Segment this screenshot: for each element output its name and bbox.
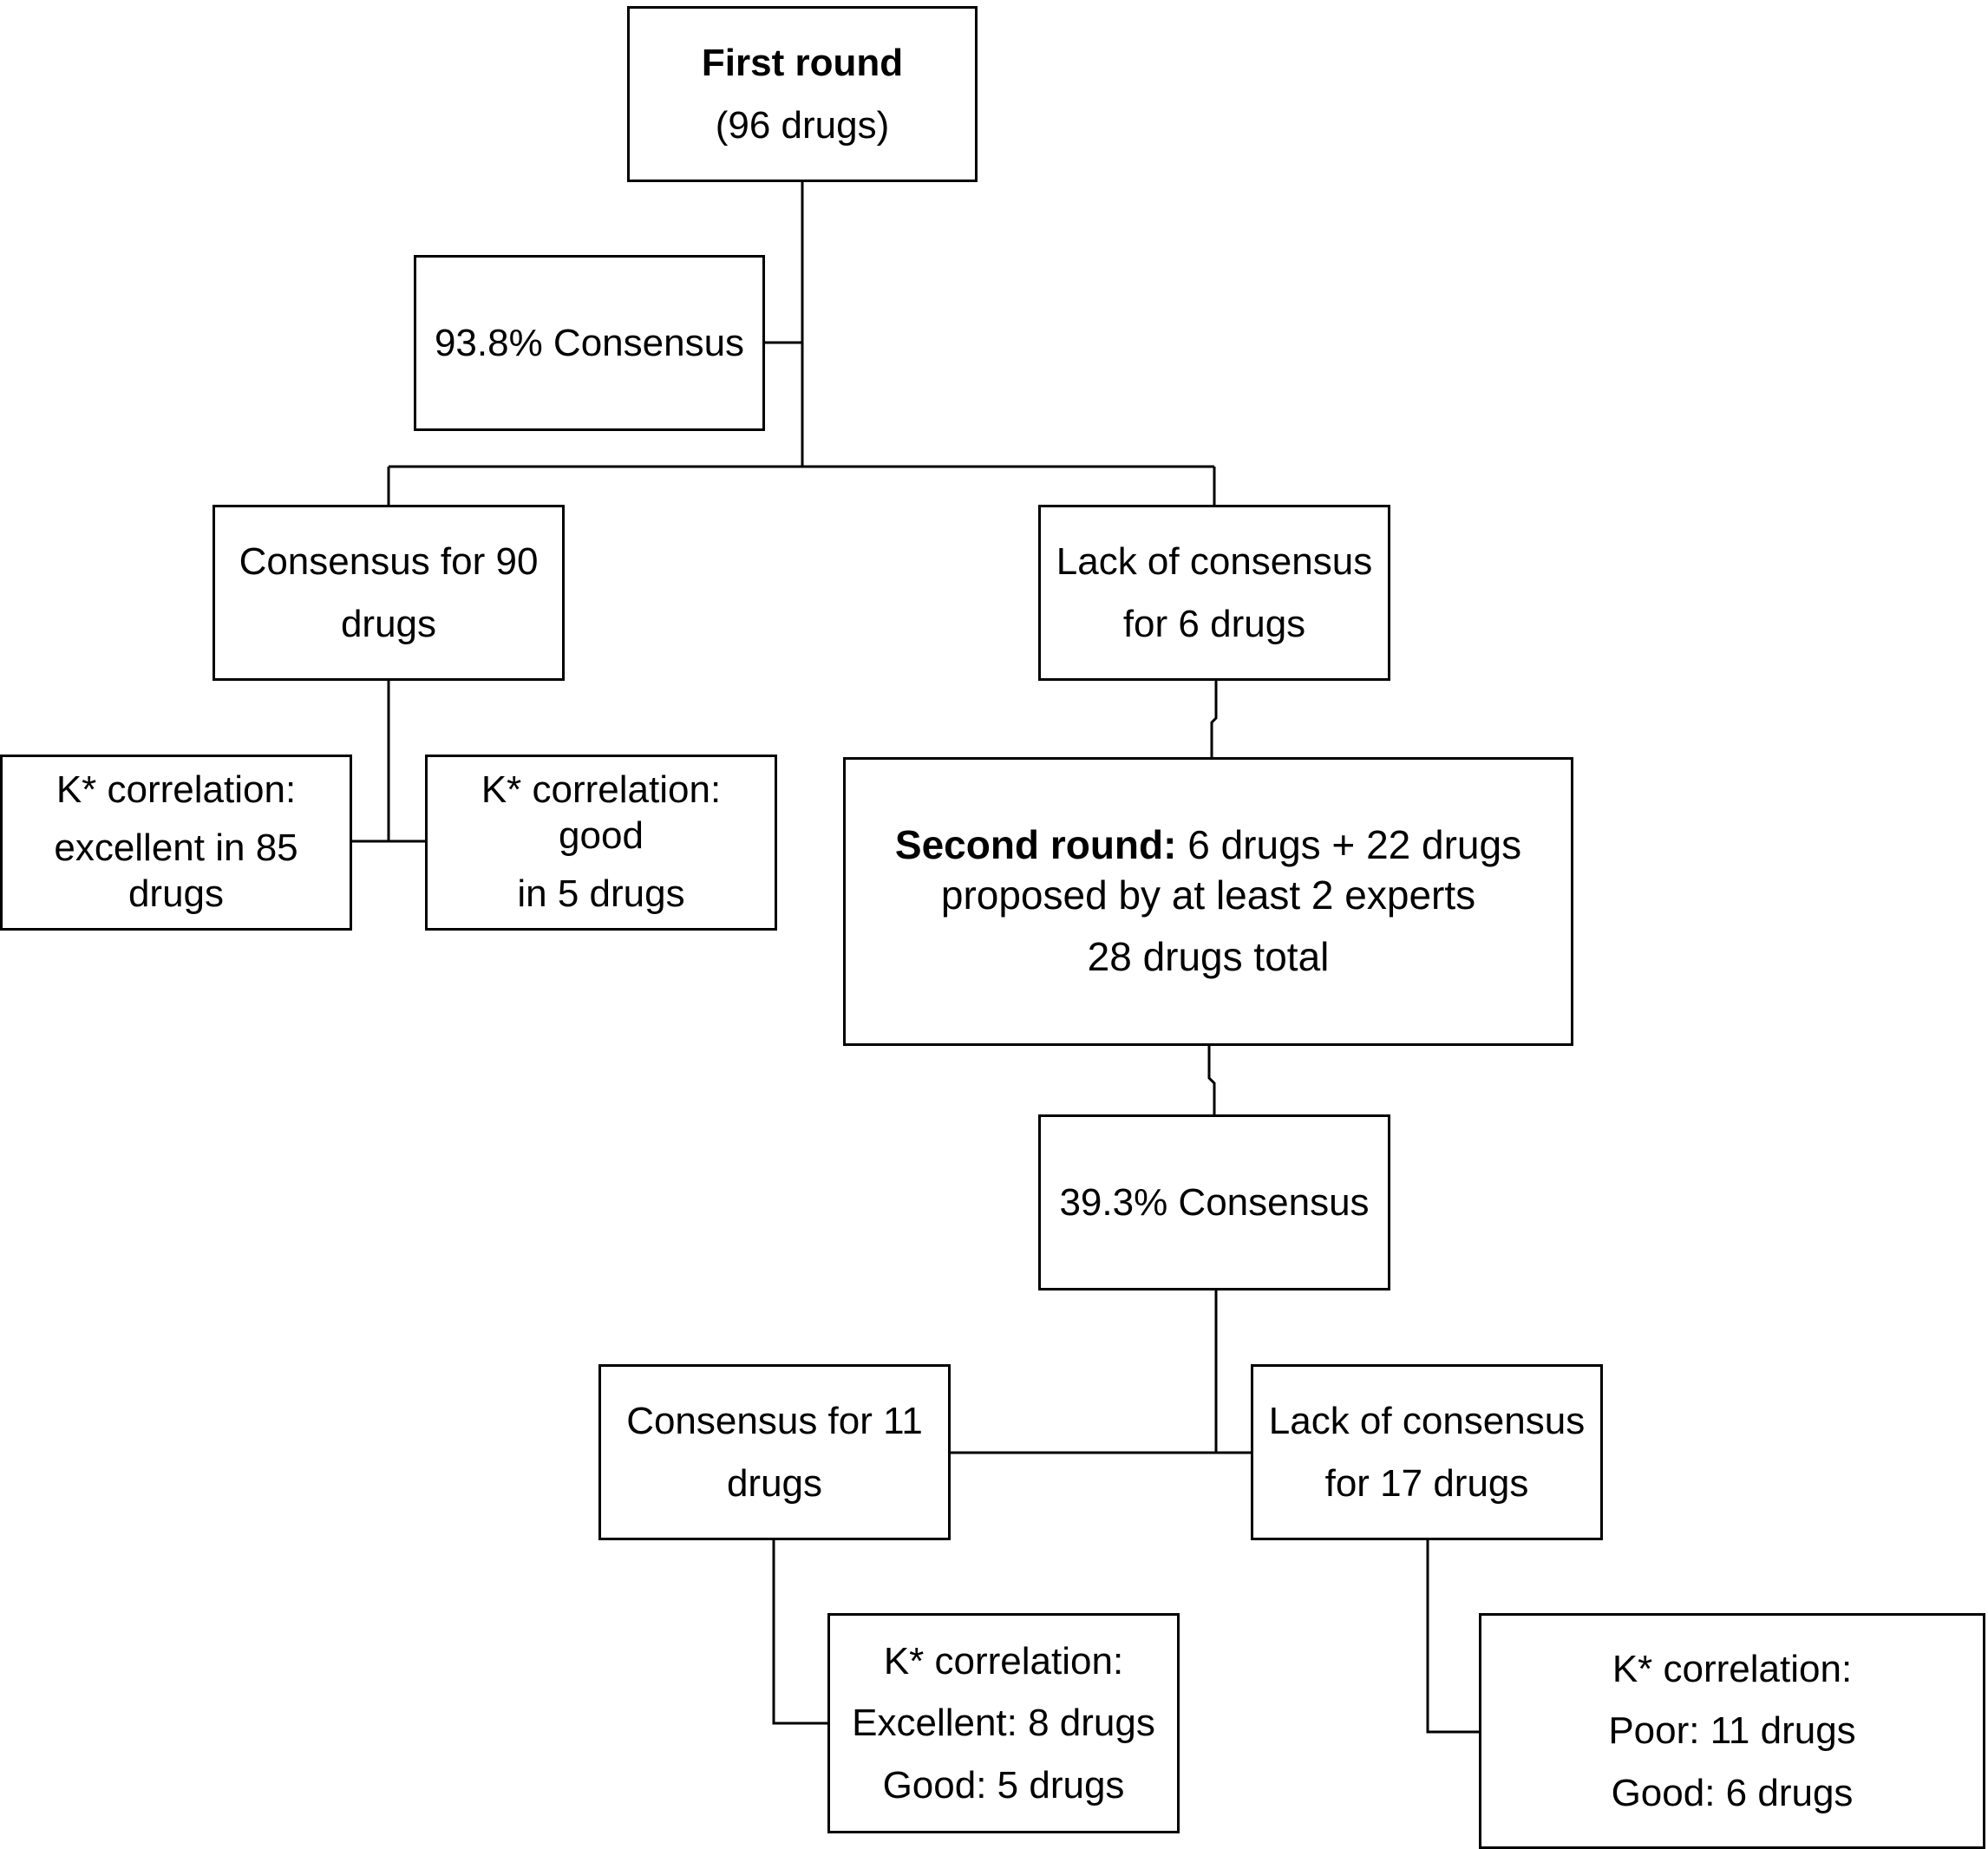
connector-lack-17-elbow <box>1426 1540 1480 1734</box>
second-consensus-text: 39.3% Consensus <box>1059 1180 1370 1224</box>
first-consensus-text: 93.8% Consensus <box>434 321 745 364</box>
lack-17-line2: for 17 drugs <box>1324 1461 1529 1505</box>
consensus-11-line1: Consensus for 11 <box>626 1400 923 1443</box>
connector-lack-6-to-second-round <box>1210 681 1218 759</box>
k-excellent-85-line2: excellent in 85 <box>54 826 298 870</box>
lack-17-box: Lack of consensus for 17 drugs <box>1251 1364 1603 1540</box>
consensus-90-line1: Consensus for 90 <box>239 540 539 584</box>
k-second-consensus-line2: Excellent: 8 drugs <box>852 1702 1155 1745</box>
first-round-box: First round (96 drugs) <box>627 6 978 182</box>
k-second-lack-line1: K* correlation: <box>1612 1648 1853 1691</box>
second-round-box: Second round: 6 drugs + 22 drugs propose… <box>843 757 1573 1046</box>
k-excellent-85-line3: drugs <box>128 872 225 915</box>
k-second-lack-box: K* correlation: Poor: 11 drugs Good: 6 d… <box>1479 1613 1985 1849</box>
first-consensus-box: 93.8% Consensus <box>414 255 765 431</box>
k-second-consensus-box: K* correlation: Excellent: 8 drugs Good:… <box>827 1613 1180 1833</box>
k-excellent-85-box: K* correlation: excellent in 85 drugs <box>0 755 352 931</box>
k-good-5-line3: in 5 drugs <box>517 872 685 915</box>
second-round-line3: 28 drugs total <box>1087 934 1330 980</box>
lack-6-line1: Lack of consensus <box>1056 540 1373 584</box>
k-second-lack-line2: Poor: 11 drugs <box>1608 1709 1856 1753</box>
k-second-consensus-line3: Good: 5 drugs <box>882 1763 1125 1807</box>
consensus-11-line2: drugs <box>726 1461 823 1505</box>
k-excellent-85-line1: K* correlation: <box>56 768 297 812</box>
second-round-line2: proposed by at least 2 experts <box>940 872 1476 918</box>
connector-second-round-to-consensus <box>1207 1045 1216 1116</box>
k-good-5-line2: good <box>559 814 644 858</box>
second-round-line1-rest: 6 drugs + 22 drugs <box>1176 822 1522 868</box>
lack-6-box: Lack of consensus for 6 drugs <box>1038 505 1390 681</box>
k-second-consensus-line1: K* correlation: <box>883 1640 1124 1683</box>
k-good-5-box: K* correlation: good in 5 drugs <box>425 755 777 931</box>
connector-consensus-11-elbow <box>772 1540 828 1725</box>
first-round-subtitle: (96 drugs) <box>715 103 890 147</box>
consensus-90-box: Consensus for 90 drugs <box>213 505 565 681</box>
second-round-line1: Second round: 6 drugs + 22 drugs <box>895 820 1521 871</box>
consensus-90-line2: drugs <box>340 602 437 645</box>
k-good-5-line1: K* correlation: <box>481 768 722 812</box>
lack-17-line1: Lack of consensus <box>1268 1400 1586 1443</box>
first-round-title: First round <box>701 42 904 85</box>
second-consensus-box: 39.3% Consensus <box>1038 1114 1390 1290</box>
consensus-11-box: Consensus for 11 drugs <box>598 1364 951 1540</box>
k-second-lack-line3: Good: 6 drugs <box>1611 1771 1854 1814</box>
lack-6-line2: for 6 drugs <box>1122 602 1306 645</box>
second-round-label: Second round: <box>894 822 1177 868</box>
